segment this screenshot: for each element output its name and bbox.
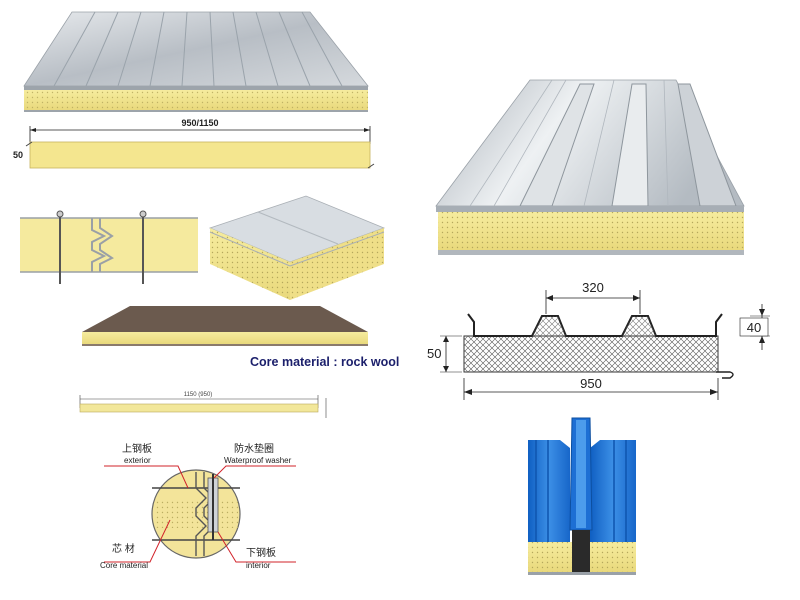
wall-width-label: 950/1150 [181,118,218,128]
core-cn-label: 芯 材 [112,542,135,555]
callout-lines [104,465,296,563]
roof-panel-3d [435,79,745,255]
thin-width-label: 1150 (950) [184,392,213,398]
blue-seam-panel [528,417,636,575]
core-material-caption: Core material : rock wool [250,355,399,369]
wall-panel-3d [23,11,369,112]
washer-en-label: Waterproof washer [224,456,292,465]
rib-pitch-label: 320 [582,280,604,295]
exterior-en-label: exterior [124,456,151,465]
joint-detail [20,210,198,284]
thin-panel-section: 1150 (950) [79,392,327,418]
interior-cn-label: 下钢板 [246,546,276,559]
panel-block-3d [208,195,386,300]
wall-thickness-label: 50 [13,150,23,160]
washer-cn-label: 防水垫圈 [234,442,274,455]
interior-en-label: interior [246,561,271,570]
roof-profile-section: 320 40 50 950 [427,280,770,400]
joint-circle-detail [151,469,241,559]
wall-panel-section: 950/1150 50 [13,118,375,169]
roof-thickness-label: 50 [427,346,441,361]
core-en-label: Core material [100,561,148,570]
brown-panel [82,306,368,346]
roof-width-label: 950 [580,376,602,391]
exterior-cn-label: 上钢板 [122,442,152,455]
rib-height-label: 40 [747,320,761,335]
